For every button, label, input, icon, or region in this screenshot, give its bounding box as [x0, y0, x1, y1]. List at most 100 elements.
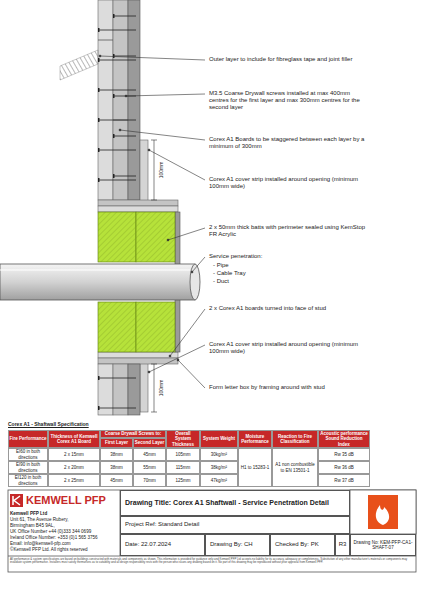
table-cell: 47kg/m²	[200, 474, 238, 487]
table-cell: 2 x 20mm	[48, 461, 100, 474]
callout-text: - Cable Tray	[213, 270, 313, 277]
table-header: Fire Performance	[9, 436, 46, 441]
table-cell: Coarse Drywall Screws to:	[100, 430, 166, 438]
screw-head	[98, 376, 100, 380]
dimension-text: 100mm	[158, 161, 164, 180]
callout-text: Corex A1 cover strip installed around op…	[209, 341, 369, 355]
table-value: Rw 37 dB	[334, 478, 354, 483]
table-header: Second Layer	[135, 440, 165, 445]
table-header: Overall System Thickness	[167, 431, 199, 447]
table-cell: EI90 in both directions	[8, 461, 48, 474]
table-cell: Rw 35 dB	[318, 448, 370, 461]
table-value: 38mm	[110, 452, 123, 457]
table-cell: Fire Performance	[8, 430, 48, 448]
callout-text: Corex A1 - Shaftwall Specification	[8, 421, 208, 427]
table-cell: Rw 36 dB	[318, 461, 370, 474]
screw	[99, 378, 136, 379]
table-cell: Acoustic performance Sound Reduction Ind…	[318, 430, 370, 448]
screw-head	[98, 148, 100, 152]
screw-head	[98, 28, 100, 32]
dimension-text: 100mm	[158, 379, 164, 398]
screw-head	[98, 406, 100, 410]
screw-head	[113, 14, 115, 18]
screw-head	[113, 134, 115, 138]
callout-text: Service penetration:	[209, 253, 369, 260]
table-cell: First Layer	[100, 438, 133, 448]
title-block-text: Checked By: PK	[275, 541, 319, 548]
table-value: 2 x 25mm	[64, 478, 84, 483]
table-value: 30kg/m²	[211, 452, 227, 457]
table-cell: A1 non combustible to EN 13501-1	[272, 448, 318, 487]
table-value: 115mm	[176, 465, 191, 470]
callout-text: ©Kemwell PFP Ltd. All rights reserved	[10, 547, 120, 553]
callout-text: Corex A1 cover strip installed around op…	[209, 176, 369, 190]
table-value: Rw 36 dB	[334, 465, 354, 470]
table-header: Reaction to Fire Classification	[273, 434, 317, 445]
screw-head	[113, 54, 115, 58]
table-cell: 55mm	[133, 461, 166, 474]
table-value: 38kg/m²	[211, 465, 227, 470]
table-value: Rw 35 dB	[334, 452, 354, 457]
title-block-cell: Drawing No: KEM-PFP-CA1-SHAFT-07	[350, 534, 416, 556]
title-block-cell: Date: 22.07.2024	[120, 534, 205, 556]
drywall-screws	[98, 14, 136, 410]
title-block-text: R3	[339, 541, 347, 548]
callout-text: Ireland Office Number: +353 (0)1 565 375…	[10, 535, 120, 541]
callout-text: M3.5 Coarse Drywall screws installed at …	[209, 90, 369, 112]
screw-head	[98, 118, 100, 122]
title-block-cell: Drawing Title: Corex A1 Shaftwall - Serv…	[120, 490, 350, 516]
table-value: 45mm	[110, 478, 123, 483]
screw	[99, 90, 136, 91]
table-cell: EI60 in both directions	[8, 448, 48, 461]
screw-head	[98, 88, 100, 92]
title-block-cell: R3	[335, 534, 350, 556]
screw-head	[98, 178, 100, 182]
table-value: 70mm	[143, 478, 156, 483]
table-header: System Weight	[203, 436, 235, 441]
table-value: 125mm	[175, 478, 190, 483]
table-cell: 45mm	[133, 448, 166, 461]
table-value: A1 non combustible to EN 13501-1	[273, 462, 317, 473]
table-value: 38mm	[110, 465, 123, 470]
table-cell: 45mm	[100, 474, 133, 487]
callout-text: Form letter box by framing around with s…	[209, 384, 369, 391]
callout-text: 2 x 50mm thick batts with perimeter seal…	[209, 224, 369, 238]
screw	[114, 16, 136, 17]
table-cell: EI120 in both directions	[8, 474, 48, 487]
table-cell: 2 x 25mm	[48, 474, 100, 487]
table-value: 47kg/m²	[211, 478, 227, 483]
screw	[99, 120, 136, 121]
table-cell: 38kg/m²	[200, 461, 238, 474]
table-header: Coarse Drywall Screws to:	[105, 431, 162, 436]
callout-text: All performance & system specifications …	[10, 558, 414, 565]
callout-text: - Duct	[213, 278, 313, 285]
table-value: 2 x 20mm	[64, 465, 84, 470]
table-cell: Thickness of Kemwell Corex A1 Board	[48, 430, 100, 448]
screw	[99, 60, 136, 61]
callout-text: Email: info@kemwell-pfp.com	[10, 541, 120, 547]
screw	[114, 136, 136, 137]
table-cell: System Weight	[200, 430, 238, 448]
table-header: Moisture Performance	[239, 434, 271, 445]
screw-head	[113, 174, 115, 178]
title-block-text: Drawing Title: Corex A1 Shaftwall - Serv…	[125, 499, 329, 507]
table-value: EI120 in both directions	[9, 475, 47, 486]
title-block-text: Drawing No: KEM-PFP-CA1-SHAFT-07	[352, 540, 414, 551]
table-value: 105mm	[175, 452, 190, 457]
table-cell: Overall System Thickness	[166, 430, 200, 448]
table-cell: 30kg/m²	[200, 448, 238, 461]
table-value: EI60 in both directions	[9, 449, 47, 460]
callout-text: Corex A1 Boards to be staggered between …	[209, 136, 369, 150]
screw-head	[113, 94, 115, 98]
table-cell: Rw 37 dB	[318, 474, 370, 487]
table-header: First Layer	[105, 440, 128, 445]
table-value: 2 x 15mm	[64, 452, 84, 457]
callout-text: Outer layer to include for fibreglass ta…	[209, 56, 369, 63]
screw	[99, 180, 136, 181]
table-cell: 115mm	[166, 461, 200, 474]
title-block-text: Date: 22.07.2024	[125, 541, 171, 548]
table-cell: 70mm	[133, 474, 166, 487]
table-cell: 125mm	[166, 474, 200, 487]
screw	[99, 150, 136, 151]
screw-head	[98, 58, 100, 62]
